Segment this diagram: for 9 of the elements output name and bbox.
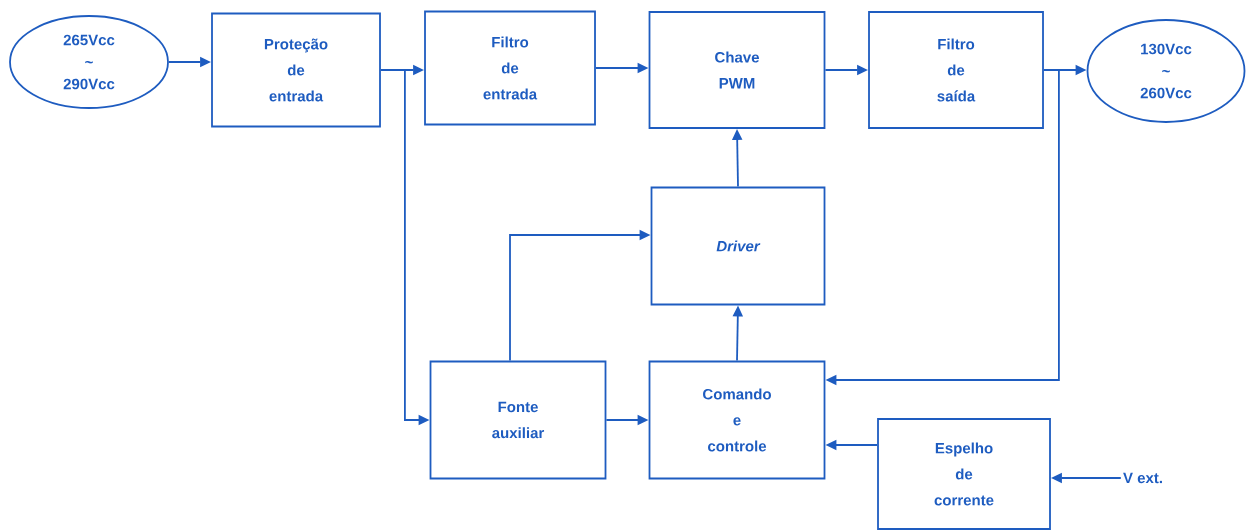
process-box: Espelho de corrente — [877, 418, 1051, 530]
process-box: Comando e controle — [648, 360, 826, 480]
process-box: Filtro de entrada — [424, 10, 596, 126]
process-box: Proteção de entrada — [211, 12, 381, 128]
process-box: Chave PWM — [648, 11, 826, 129]
process-box: Fonte auxiliar — [429, 360, 607, 480]
process-box: Filtro de saída — [868, 11, 1044, 129]
process-box: Driver — [650, 186, 826, 306]
input-label: V ext. — [1123, 472, 1162, 484]
